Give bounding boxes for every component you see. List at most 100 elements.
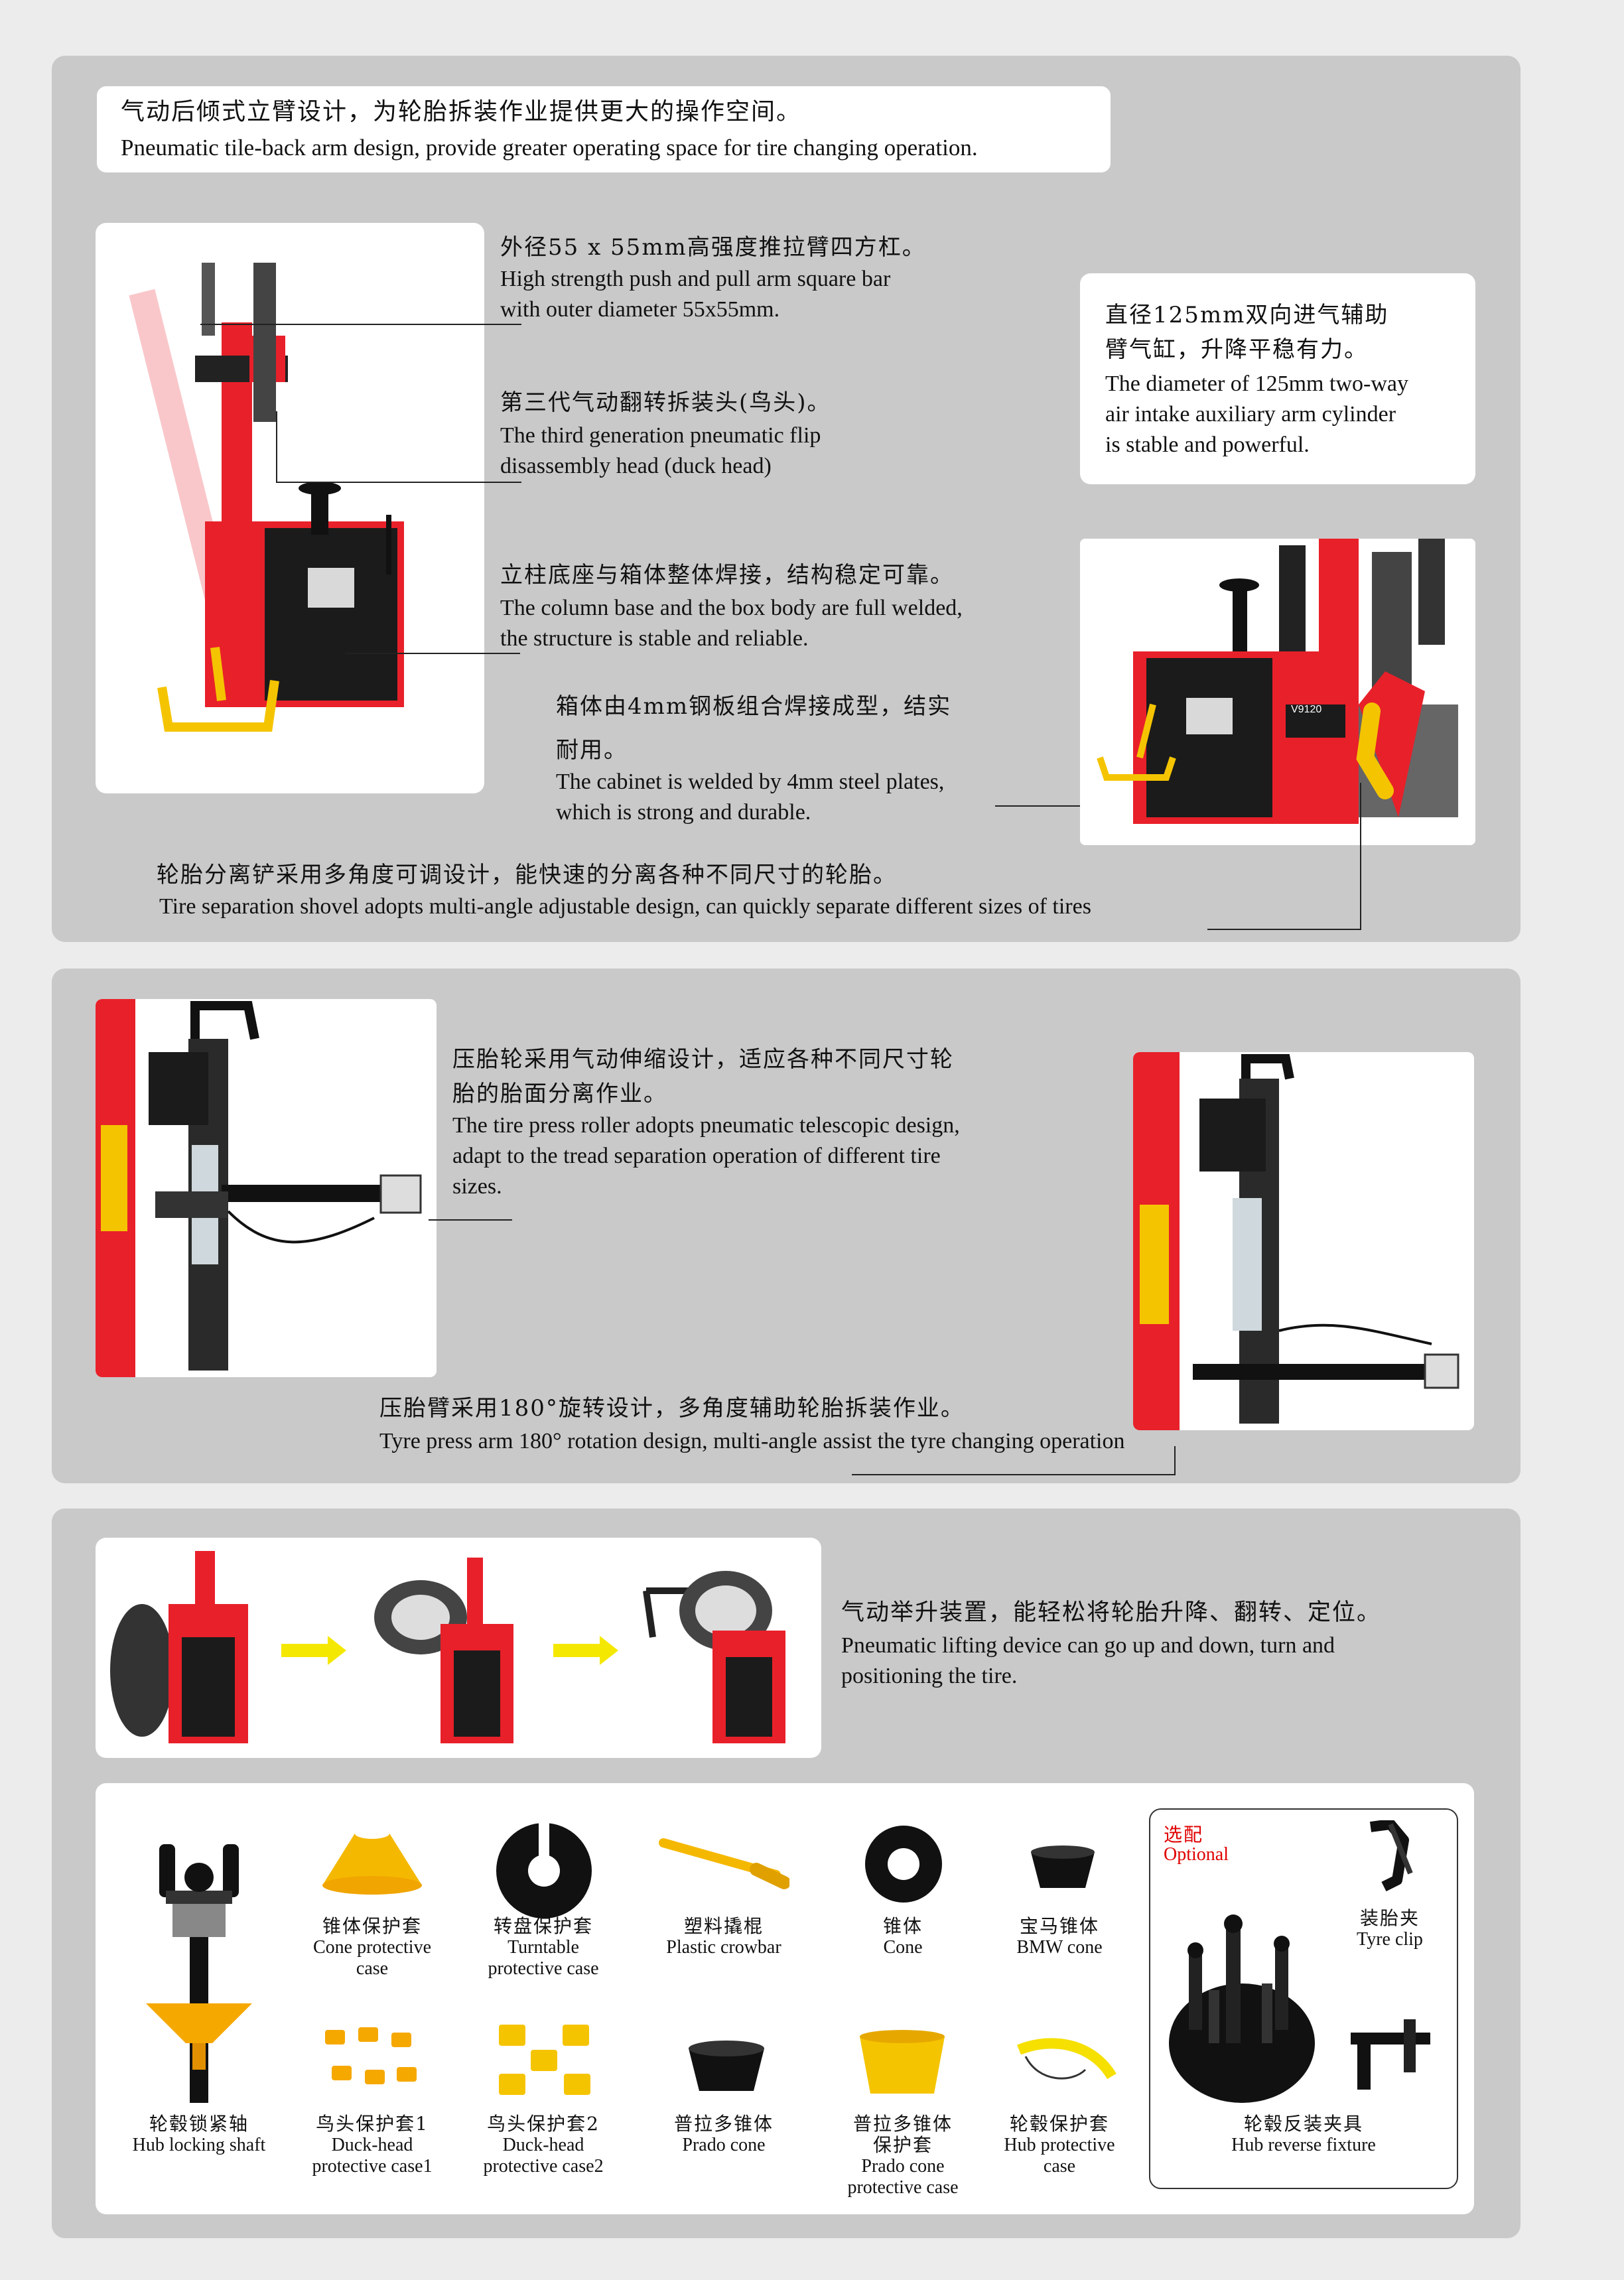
prado-cone-en: Prado cone	[682, 2135, 766, 2155]
hub-reverse-fixture-label: 轮毂反装夹具 Hub reverse fixture	[1181, 2113, 1426, 2156]
cabinet-cn1: 箱体由4mm钢板组合焊接成型，结实	[556, 693, 952, 720]
cylinder-cn1: 直径125mm双向进气辅助	[1105, 302, 1389, 328]
prado-cone-protective-case-icon	[856, 2027, 949, 2100]
cone-protective-case-label: 锥体保护套 Cone protective case	[289, 1916, 455, 1979]
tilt-arm-header-cn: 气动后倾式立臂设计，为轮胎拆装作业提供更大的操作空间。	[121, 98, 802, 125]
turntable-protective-case-en2: protective case	[488, 1958, 599, 1979]
hub-locking-shaft-label: 轮毂锁紧轴 Hub locking shaft	[113, 2113, 285, 2156]
callout-line-shovel-v	[1360, 783, 1361, 930]
plastic-crowbar-label: 塑料撬棍 Plastic crowbar	[641, 1916, 807, 1958]
tyre-clip-cn: 装胎夹	[1359, 1907, 1420, 1929]
optional-en: Optional	[1164, 1844, 1229, 1865]
turntable-protective-case-cn: 转盘保护套	[493, 1915, 593, 1937]
press-arm-rotation-photo	[1133, 1052, 1474, 1430]
prado-cone-label: 普拉多锥体 Prado cone	[641, 2113, 807, 2156]
tyre-clip-label: 装胎夹 Tyre clip	[1320, 1908, 1459, 1950]
hub-reverse-fixture-en: Hub reverse fixture	[1231, 2135, 1376, 2155]
tire-changer-photo-front	[96, 223, 484, 793]
cone-en: Cone	[883, 1937, 923, 1958]
roller-en1: The tire press roller adopts pneumatic t…	[452, 1113, 960, 1138]
plastic-crowbar-en: Plastic crowbar	[666, 1937, 781, 1958]
shovel-en: Tire separation shovel adopts multi-angl…	[159, 894, 1091, 919]
square-bar-cn: 外径55 x 55mm高强度推拉臂四方杠。	[500, 234, 926, 261]
hub-protective-case-label: 轮毂保护套 Hub protective case	[977, 2113, 1142, 2177]
bmw-cone-en: BMW cone	[1016, 1937, 1103, 1958]
column-base-en2: the structure is stable and reliable.	[500, 626, 809, 651]
duck-head-protective-case2-en2: protective case2	[483, 2156, 604, 2177]
turntable-protective-case-label: 转盘保护套 Turntable protective case	[460, 1916, 626, 1979]
hub-locking-shaft-en: Hub locking shaft	[132, 2135, 266, 2155]
square-bar-en2: with outer diameter 55x55mm.	[500, 297, 780, 322]
tilt-arm-header-en: Pneumatic tile-back arm design, provide …	[121, 135, 978, 161]
duck-head-en1: The third generation pneumatic flip	[500, 423, 821, 448]
cylinder-en1: The diameter of 125mm two-way	[1105, 371, 1408, 396]
cone-cn: 锥体	[882, 1915, 923, 1937]
hub-locking-shaft-cn: 轮毂锁紧轴	[149, 2113, 249, 2135]
lifting-en1: Pneumatic lifting device can go up and d…	[841, 1633, 1335, 1658]
prado-cone-protective-case-cn: 普拉多锥体	[852, 2113, 953, 2135]
optional-cn: 选配	[1164, 1824, 1204, 1845]
machine-model-label: V9120	[1291, 704, 1321, 715]
column-base-cn: 立柱底座与箱体整体焊接，结构稳定可靠。	[500, 562, 954, 588]
duck-head-protective-case2-label: 鸟头保护套2 Duck-head protective case2	[460, 2113, 626, 2177]
prado-cone-protective-case-en1: Prado cone	[861, 2156, 945, 2177]
prado-cone-protective-case-en2: protective case	[847, 2177, 959, 2198]
callout-line-shovel-h	[1207, 929, 1361, 930]
tyre-clip-icon	[1357, 1820, 1424, 1893]
shovel-cn: 轮胎分离铲采用多角度可调设计，能快速的分离各种不同尺寸的轮胎。	[157, 862, 897, 888]
cylinder-note-box	[1080, 273, 1475, 484]
column-base-en1: The column base and the box body are ful…	[500, 596, 963, 620]
cabinet-en1: The cabinet is welded by 4mm steel plate…	[556, 770, 945, 794]
duck-head-cn: 第三代气动翻转拆装头(鸟头)。	[500, 389, 831, 416]
callout-line-duck-head	[276, 482, 521, 483]
tyre-clip-en: Tyre clip	[1357, 1929, 1423, 1950]
bmw-cone-label: 宝马锥体 BMW cone	[977, 1916, 1142, 1958]
cylinder-cn2: 臂气缸，升降平稳有力。	[1105, 336, 1368, 363]
tire-changer-photo-side: V9120	[1080, 539, 1475, 845]
cylinder-en2: air intake auxiliary arm cylinder	[1105, 402, 1396, 427]
plastic-crowbar-cn: 塑料撬棍	[683, 1915, 764, 1937]
roller-en2: adapt to the tread separation operation …	[452, 1144, 941, 1168]
duck-head-protective-case1-en1: Duck-head	[331, 2135, 413, 2155]
cone-protective-case-en1: Cone protective	[312, 1937, 432, 1958]
plastic-crowbar-icon	[657, 1831, 789, 1891]
callout-line-rotation-v	[1174, 1446, 1176, 1475]
duck-head-protective-case1-icon	[318, 2023, 425, 2096]
roller-cn2: 胎的胎面分离作业。	[452, 1081, 667, 1107]
callout-line-square-bar	[200, 324, 521, 325]
cylinder-en3: is stable and powerful.	[1105, 433, 1310, 457]
roller-en3: sizes.	[452, 1174, 502, 1199]
rotation-cn: 压胎臂采用180°旋转设计，多角度辅助轮胎拆装作业。	[379, 1395, 965, 1422]
prado-cone-icon	[685, 2035, 768, 2096]
rotation-en: Tyre press arm 180° rotation design, mul…	[379, 1429, 1125, 1453]
bmw-cone-cn: 宝马锥体	[1019, 1915, 1099, 1937]
duck-head-protective-case2-en1: Duck-head	[502, 2135, 584, 2155]
callout-line-rotation-h	[852, 1474, 1176, 1475]
hub-protective-case-en1: Hub protective	[1004, 2135, 1115, 2155]
callout-line-column-base	[345, 653, 520, 654]
cone-protective-case-icon	[316, 1819, 429, 1899]
turntable-protective-case-icon	[491, 1818, 597, 1924]
duck-head-protective-case1-cn: 鸟头保护套1	[316, 2113, 429, 2135]
hub-protective-case-cn: 轮毂保护套	[1009, 2113, 1109, 2135]
hub-reverse-fixture-cn: 轮毂反装夹具	[1243, 2113, 1363, 2135]
callout-line-roller	[429, 1219, 512, 1221]
cone-label: 锥体 Cone	[820, 1916, 986, 1958]
cone-protective-case-cn: 锥体保护套	[322, 1915, 422, 1937]
duck-head-protective-case1-label: 鸟头保护套1 Duck-head protective case1	[289, 2113, 455, 2177]
duck-head-protective-case2-cn: 鸟头保护套2	[487, 2113, 600, 2135]
duck-head-en2: disassembly head (duck head)	[500, 454, 772, 478]
square-bar-en1: High strength push and pull arm square b…	[500, 267, 891, 291]
press-roller-photo	[96, 999, 437, 1377]
hub-protective-case-icon	[1012, 2030, 1118, 2096]
prado-cone-protective-case-label: 普拉多锥体 保护套 Prado cone protective case	[820, 2113, 986, 2198]
turntable-protective-case-en1: Turntable	[508, 1937, 579, 1958]
lifting-en2: positioning the tire.	[841, 1664, 1018, 1688]
cabinet-cn2: 耐用。	[556, 737, 628, 764]
tilt-arm-header-box	[97, 86, 1111, 172]
hub-locking-shaft-icon	[133, 1844, 265, 2110]
lifting-cn: 气动举升装置，能轻松将轮胎升降、翻转、定位。	[841, 1599, 1382, 1626]
cone-protective-case-en2: case	[356, 1958, 389, 1979]
cone-icon	[862, 1823, 945, 1905]
hub-reverse-fixture-icon	[1162, 1911, 1321, 2110]
